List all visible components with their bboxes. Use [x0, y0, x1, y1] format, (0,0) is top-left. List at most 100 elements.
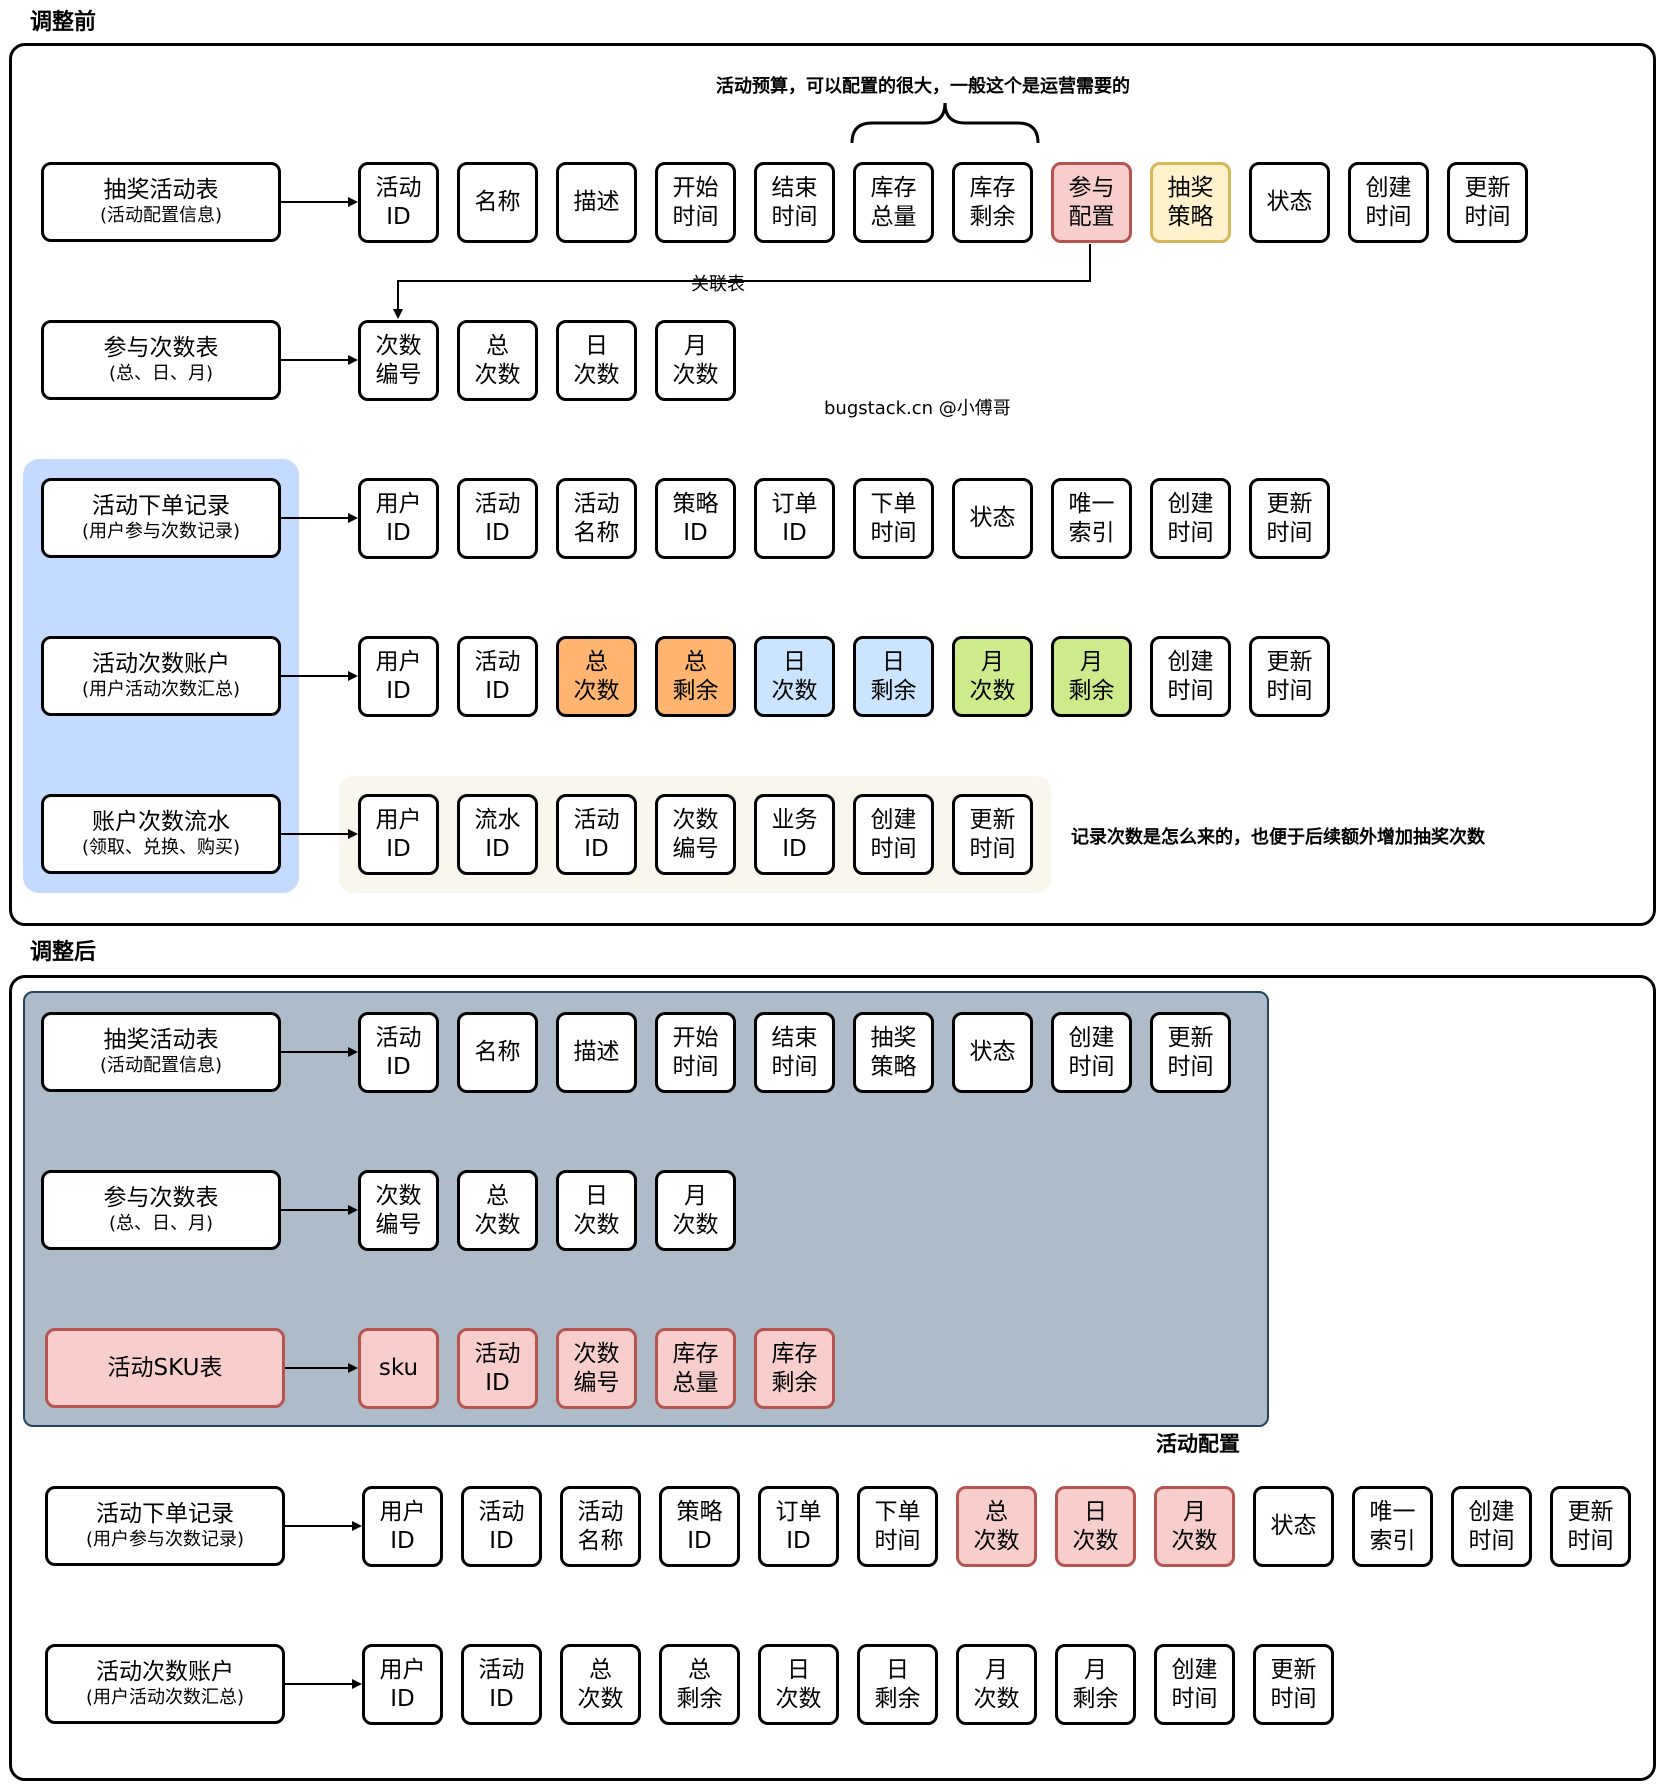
before-table-4-field-1: 流水 ID	[457, 794, 538, 875]
after-table-0-field-4: 结束 时间	[754, 1012, 835, 1093]
table-title: 抽奖活动表	[103, 177, 219, 203]
before-section-title: 调整前	[30, 10, 97, 35]
before-table-3-field-8: 创建 时间	[1150, 636, 1231, 717]
table-title: 活动次数账户	[96, 1659, 234, 1685]
before-table-0-field-10: 创建 时间	[1348, 162, 1429, 243]
table-title: 参与次数表	[103, 335, 219, 361]
before-table-2-field-1: 活动 ID	[457, 478, 538, 559]
after-table-2-field-2: 次数 编号	[556, 1328, 637, 1409]
table-subtitle: (总、日、月)	[108, 1213, 214, 1234]
after-table-3: 活动下单记录(用户参与次数记录)	[45, 1486, 285, 1566]
before-table-4-field-3: 次数 编号	[655, 794, 736, 875]
before-table-3: 活动次数账户(用户活动次数汇总)	[41, 636, 281, 716]
before-table-2-field-3: 策略 ID	[655, 478, 736, 559]
watermark: bugstack.cn @小傅哥	[824, 398, 1011, 419]
before-table-3-field-5: 日 剩余	[853, 636, 934, 717]
after-table-4-field-6: 月 次数	[956, 1644, 1037, 1725]
table-title: 抽奖活动表	[103, 1027, 219, 1053]
config-region-label: 活动配置	[1156, 1432, 1240, 1456]
after-table-0-field-5: 抽奖 策略	[853, 1012, 934, 1093]
table-subtitle: (用户参与次数记录)	[81, 521, 241, 542]
after-table-3-field-2: 活动 名称	[560, 1486, 641, 1567]
after-table-0-field-2: 描述	[556, 1012, 637, 1093]
before-table-2-field-7: 唯一 索引	[1051, 478, 1132, 559]
before-table-3-field-3: 总 剩余	[655, 636, 736, 717]
table-subtitle: (用户活动次数汇总)	[85, 1687, 245, 1708]
after-table-1: 参与次数表(总、日、月)	[41, 1170, 281, 1250]
before-table-0-field-7: 参与 配置	[1051, 162, 1132, 243]
budget-note: 活动预算，可以配置的很大，一般这个是运营需要的	[716, 76, 1130, 97]
before-table-3-field-9: 更新 时间	[1249, 636, 1330, 717]
after-table-3-field-11: 创建 时间	[1451, 1486, 1532, 1567]
before-table-2-field-5: 下单 时间	[853, 478, 934, 559]
after-table-0-field-1: 名称	[457, 1012, 538, 1093]
after-table-3-field-7: 日 次数	[1055, 1486, 1136, 1567]
after-table-4-field-9: 更新 时间	[1253, 1644, 1334, 1725]
before-table-4-field-2: 活动 ID	[556, 794, 637, 875]
table-subtitle: (总、日、月)	[108, 363, 214, 384]
after-table-3-field-10: 唯一 索引	[1352, 1486, 1433, 1567]
before-table-1: 参与次数表(总、日、月)	[41, 320, 281, 400]
before-table-2-field-2: 活动 名称	[556, 478, 637, 559]
after-table-1-field-1: 总 次数	[457, 1170, 538, 1251]
before-frame	[9, 43, 1656, 926]
after-table-4-field-4: 日 次数	[758, 1644, 839, 1725]
table-subtitle: (领取、兑换、购买)	[81, 837, 241, 858]
before-table-1-field-1: 总 次数	[457, 320, 538, 401]
after-table-4-field-2: 总 次数	[560, 1644, 641, 1725]
before-table-3-field-2: 总 次数	[556, 636, 637, 717]
after-table-3-field-4: 订单 ID	[758, 1486, 839, 1567]
after-table-2-field-4: 库存 剩余	[754, 1328, 835, 1409]
after-table-3-field-9: 状态	[1253, 1486, 1334, 1567]
after-table-4-field-7: 月 剩余	[1055, 1644, 1136, 1725]
flow-note: 记录次数是怎么来的，也便于后续额外增加抽奖次数	[1071, 827, 1485, 848]
after-table-3-field-3: 策略 ID	[659, 1486, 740, 1567]
before-table-0-field-8: 抽奖 策略	[1150, 162, 1231, 243]
before-table-4-field-5: 创建 时间	[853, 794, 934, 875]
table-title: 活动次数账户	[92, 651, 230, 677]
after-table-4-field-8: 创建 时间	[1154, 1644, 1235, 1725]
before-table-2-field-8: 创建 时间	[1150, 478, 1231, 559]
relation-label: 关联表	[689, 270, 747, 296]
table-subtitle: (用户活动次数汇总)	[81, 679, 241, 700]
before-table-2-field-6: 状态	[952, 478, 1033, 559]
after-table-4: 活动次数账户(用户活动次数汇总)	[45, 1644, 285, 1724]
after-table-2-field-3: 库存 总量	[655, 1328, 736, 1409]
after-table-2-field-1: 活动 ID	[457, 1328, 538, 1409]
before-table-3-field-1: 活动 ID	[457, 636, 538, 717]
after-table-3-field-6: 总 次数	[956, 1486, 1037, 1567]
after-table-3-field-12: 更新 时间	[1550, 1486, 1631, 1567]
before-table-0-field-5: 库存 总量	[853, 162, 934, 243]
table-title: 活动下单记录	[96, 1501, 234, 1527]
after-frame	[9, 975, 1656, 1781]
after-table-4-field-0: 用户 ID	[362, 1644, 443, 1725]
before-table-4: 账户次数流水(领取、兑换、购买)	[41, 794, 281, 874]
table-subtitle: (活动配置信息)	[99, 205, 223, 226]
after-table-0-field-3: 开始 时间	[655, 1012, 736, 1093]
before-table-1-field-2: 日 次数	[556, 320, 637, 401]
before-table-0-field-3: 开始 时间	[655, 162, 736, 243]
before-table-4-field-6: 更新 时间	[952, 794, 1033, 875]
before-table-4-field-4: 业务 ID	[754, 794, 835, 875]
before-table-3-field-4: 日 次数	[754, 636, 835, 717]
before-table-0-field-11: 更新 时间	[1447, 162, 1528, 243]
after-table-1-field-0: 次数 编号	[358, 1170, 439, 1251]
table-title: 账户次数流水	[92, 809, 230, 835]
table-title: 活动下单记录	[92, 493, 230, 519]
before-table-0: 抽奖活动表(活动配置信息)	[41, 162, 281, 242]
before-table-2-field-9: 更新 时间	[1249, 478, 1330, 559]
before-table-2-field-0: 用户 ID	[358, 478, 439, 559]
before-table-4-field-0: 用户 ID	[358, 794, 439, 875]
after-table-3-field-8: 月 次数	[1154, 1486, 1235, 1567]
table-title: 参与次数表	[103, 1185, 219, 1211]
table-subtitle: (用户参与次数记录)	[85, 1529, 245, 1550]
after-table-3-field-5: 下单 时间	[857, 1486, 938, 1567]
before-table-1-field-3: 月 次数	[655, 320, 736, 401]
after-table-0-field-7: 创建 时间	[1051, 1012, 1132, 1093]
table-subtitle: (活动配置信息)	[99, 1055, 223, 1076]
after-table-3-field-0: 用户 ID	[362, 1486, 443, 1567]
table-title: 活动SKU表	[107, 1355, 223, 1381]
after-table-0: 抽奖活动表(活动配置信息)	[41, 1012, 281, 1092]
after-table-2: 活动SKU表	[45, 1328, 285, 1408]
after-table-2-field-0: sku	[358, 1328, 439, 1409]
